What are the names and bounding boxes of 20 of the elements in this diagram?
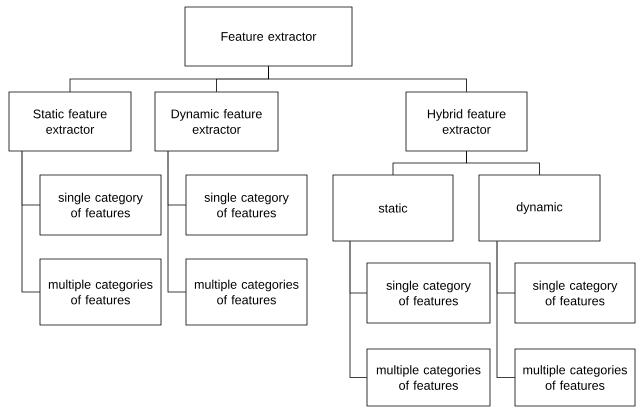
- box: multiple categories of features: [40, 258, 162, 326]
- box: static: [332, 174, 454, 242]
- box: dynamic: [478, 174, 600, 242]
- connector: [466, 151, 540, 175]
- box: multiple categories of features: [514, 348, 636, 406]
- box: Dynamic feature extractor: [154, 92, 278, 152]
- connector: [496, 241, 515, 378]
- connector: [22, 151, 40, 292]
- box: multiple categories of features: [186, 258, 308, 326]
- box: single category of features: [186, 174, 308, 236]
- connector: [268, 66, 467, 92]
- connector: [168, 151, 186, 292]
- box: multiple categories of features: [366, 348, 490, 406]
- box: Hybrid feature extractor: [406, 92, 528, 152]
- box: single category of features: [40, 174, 162, 236]
- box: Static feature extractor: [8, 92, 132, 152]
- connector: [350, 241, 367, 378]
- box: single category of features: [514, 262, 636, 324]
- box: Feature extractor: [184, 6, 352, 66]
- box: single category of features: [366, 262, 490, 324]
